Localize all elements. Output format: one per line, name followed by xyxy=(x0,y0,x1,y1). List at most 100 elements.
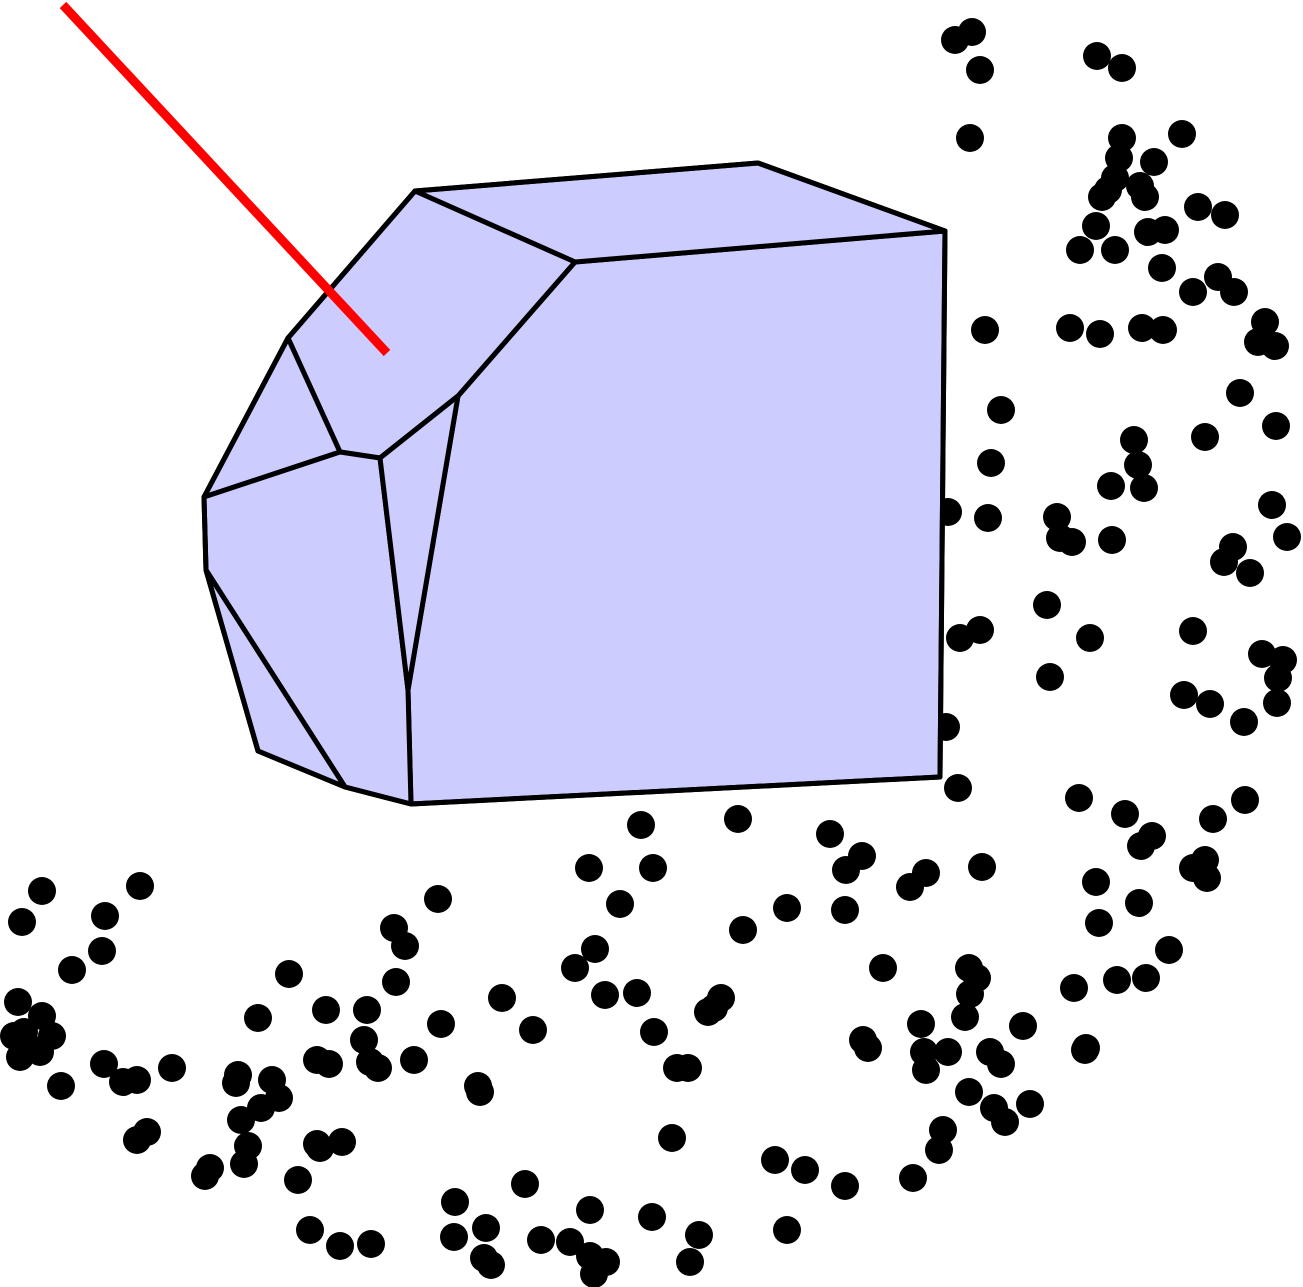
data-point xyxy=(527,1226,555,1254)
data-point xyxy=(353,996,381,1024)
data-point xyxy=(230,1150,258,1178)
data-point xyxy=(1196,690,1224,718)
data-point xyxy=(987,396,1015,424)
data-point xyxy=(958,18,986,46)
data-point xyxy=(1248,640,1276,668)
data-point xyxy=(1262,412,1290,440)
data-point xyxy=(364,1054,392,1082)
data-point xyxy=(1264,664,1292,692)
data-point xyxy=(974,504,1002,532)
data-point xyxy=(244,1004,272,1032)
data-point xyxy=(1151,216,1179,244)
data-point xyxy=(1125,889,1153,917)
data-point xyxy=(1273,523,1301,551)
data-point xyxy=(907,1010,935,1038)
data-point xyxy=(977,449,1005,477)
data-point xyxy=(956,124,984,152)
data-point xyxy=(1016,1090,1044,1118)
data-point xyxy=(1131,183,1159,211)
data-point xyxy=(1082,212,1110,240)
data-point xyxy=(123,1066,151,1094)
data-point xyxy=(123,1126,151,1154)
data-point xyxy=(606,890,634,918)
data-point xyxy=(1168,120,1196,148)
data-point xyxy=(126,872,154,900)
data-point xyxy=(519,1016,547,1044)
data-point xyxy=(1140,148,1168,176)
data-point xyxy=(88,937,116,965)
data-point xyxy=(306,1134,334,1162)
data-point xyxy=(326,1232,354,1260)
data-point xyxy=(832,856,860,884)
data-point xyxy=(1263,689,1291,717)
data-point xyxy=(1179,278,1207,306)
data-point xyxy=(658,1124,686,1152)
data-point xyxy=(1120,426,1148,454)
data-point xyxy=(1230,708,1258,736)
data-point xyxy=(511,1170,539,1198)
data-point xyxy=(1184,193,1212,221)
data-point xyxy=(561,954,589,982)
data-point xyxy=(831,1172,859,1200)
data-point xyxy=(1060,974,1088,1002)
data-point xyxy=(968,853,996,881)
data-point xyxy=(831,896,859,924)
data-point xyxy=(773,1216,801,1244)
data-point xyxy=(1128,314,1156,342)
data-point xyxy=(591,981,619,1009)
data-point xyxy=(576,1196,604,1224)
data-point xyxy=(1210,548,1238,576)
data-point xyxy=(1108,54,1136,82)
data-point xyxy=(222,1069,250,1097)
data-point xyxy=(773,894,801,922)
data-point xyxy=(761,1146,789,1174)
data-point xyxy=(1261,332,1289,360)
data-point xyxy=(1199,805,1227,833)
data-point xyxy=(944,774,972,802)
data-point xyxy=(639,854,667,882)
data-point xyxy=(1226,379,1254,407)
data-point xyxy=(674,1054,702,1082)
data-point xyxy=(638,1203,666,1231)
data-point xyxy=(1058,528,1086,556)
data-point xyxy=(685,1221,713,1249)
inner-sliver-face xyxy=(377,393,461,693)
data-point xyxy=(1103,966,1131,994)
data-point xyxy=(296,1216,324,1244)
data-point xyxy=(47,1072,75,1100)
data-point xyxy=(1098,526,1126,554)
data-point xyxy=(694,998,722,1026)
data-point xyxy=(966,56,994,84)
data-point xyxy=(955,1078,983,1106)
data-point xyxy=(441,1188,469,1216)
data-point xyxy=(28,877,56,905)
data-point xyxy=(971,316,999,344)
data-point xyxy=(1101,236,1129,264)
data-point xyxy=(946,624,974,652)
data-point xyxy=(472,1214,500,1242)
data-point xyxy=(284,1166,312,1194)
data-point xyxy=(1088,183,1116,211)
data-point xyxy=(382,968,410,996)
data-point xyxy=(1130,474,1158,502)
polytope xyxy=(201,160,948,807)
data-point xyxy=(90,1050,118,1078)
data-point xyxy=(26,1038,54,1066)
data-point xyxy=(466,1078,494,1106)
data-point xyxy=(791,1156,819,1184)
data-point xyxy=(1170,681,1198,709)
data-point xyxy=(350,1026,378,1054)
data-point xyxy=(158,1054,186,1082)
data-point xyxy=(312,996,340,1024)
data-point xyxy=(676,1248,704,1276)
data-point xyxy=(1082,868,1110,896)
point-cloud xyxy=(0,18,1301,1287)
data-point xyxy=(4,988,32,1016)
data-point xyxy=(424,885,452,913)
data-point xyxy=(925,1136,953,1164)
data-point xyxy=(1036,663,1064,691)
data-point xyxy=(1009,1012,1037,1040)
polytope-outline xyxy=(201,160,948,807)
data-point xyxy=(987,1050,1015,1078)
